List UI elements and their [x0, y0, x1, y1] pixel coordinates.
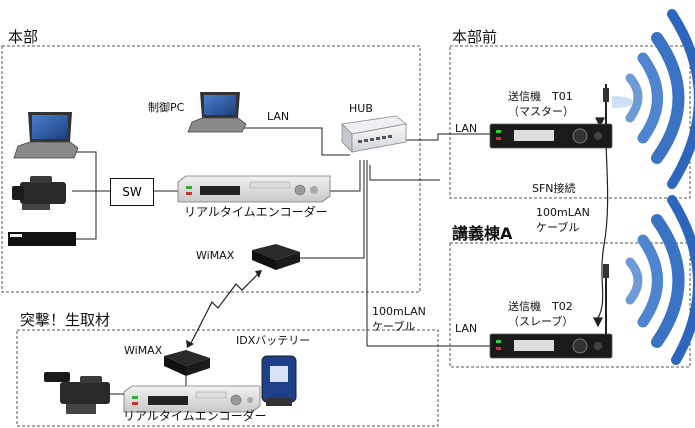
- link-wimax-to-hub: [300, 160, 365, 259]
- label-encoder-field: リアルタイムエンコーダー: [123, 409, 267, 423]
- label-lan-pc: LAN: [267, 110, 290, 123]
- link-encoder-to-hub: [330, 160, 361, 192]
- transmitter-t01-icon: [489, 84, 613, 149]
- control-pc-icon: [187, 92, 247, 133]
- field-video-camera-icon: [44, 372, 110, 414]
- laptop-icon: [13, 112, 79, 159]
- link-hub-right: [369, 165, 440, 181]
- region-boxes: [1, 45, 691, 427]
- region-box-field: [16, 329, 439, 427]
- label-wimax-hq: WiMAX: [196, 249, 235, 262]
- transmitter-t02-icon: [489, 264, 613, 359]
- wimax-field-icon: [164, 350, 210, 376]
- region-title-hq: 本部: [8, 28, 39, 46]
- radio-waves-tx1: [612, 9, 695, 189]
- label-sfn: SFN接続: [532, 182, 576, 195]
- region-box-front: [449, 45, 691, 199]
- wireless-link-wimax: [189, 273, 259, 346]
- idx-battery-icon: [261, 355, 297, 406]
- label-tx1-title: 送信機 T01: [508, 90, 573, 103]
- label-cable-mid-1: 100mLAN: [372, 305, 426, 318]
- region-box-hq: [1, 45, 421, 293]
- video-camera-icon: [12, 176, 66, 210]
- label-lan-tx2: LAN: [455, 322, 478, 335]
- label-control-pc: 制御PC: [148, 101, 185, 114]
- label-encoder-hq: リアルタイムエンコーダー: [184, 205, 328, 219]
- encoder-hq-icon: [177, 175, 331, 203]
- link-hub-to-tx1: [402, 133, 490, 141]
- hub-icon: [341, 115, 407, 153]
- recorder-deck-icon: [8, 232, 76, 246]
- label-cable-right-1: 100mLAN: [536, 206, 590, 219]
- connection-lines: [72, 127, 490, 347]
- label-switcher: SW: [122, 185, 142, 199]
- label-battery: IDXバッテリー: [236, 334, 311, 347]
- label-cable-right-2: ケーブル: [536, 221, 580, 234]
- label-lan-tx1: LAN: [455, 122, 478, 135]
- label-cable-mid-2: ケーブル: [372, 320, 416, 333]
- label-tx2-title: 送信機 T02: [508, 300, 573, 313]
- radio-waves-tx2: [625, 195, 695, 365]
- region-title-lecture: 講義棟A: [452, 224, 513, 243]
- switcher-box: SW: [110, 178, 154, 206]
- label-hub: HUB: [349, 102, 373, 115]
- label-wimax-field: WiMAX: [124, 344, 163, 357]
- link-pc-to-hub: [240, 127, 350, 156]
- encoder-field-icon: [123, 385, 261, 413]
- region-title-front: 本部前: [452, 28, 498, 46]
- label-tx2-role: （スレーブ）: [508, 315, 574, 328]
- label-tx1-role: （マスター）: [508, 105, 574, 118]
- wimax-hq-icon: [252, 244, 300, 270]
- region-title-field: 突撃！生取材: [20, 311, 111, 329]
- region-box-lecture: [449, 242, 691, 368]
- link-sources-to-sw: [74, 151, 97, 240]
- link-hub-to-tx2: [366, 160, 490, 347]
